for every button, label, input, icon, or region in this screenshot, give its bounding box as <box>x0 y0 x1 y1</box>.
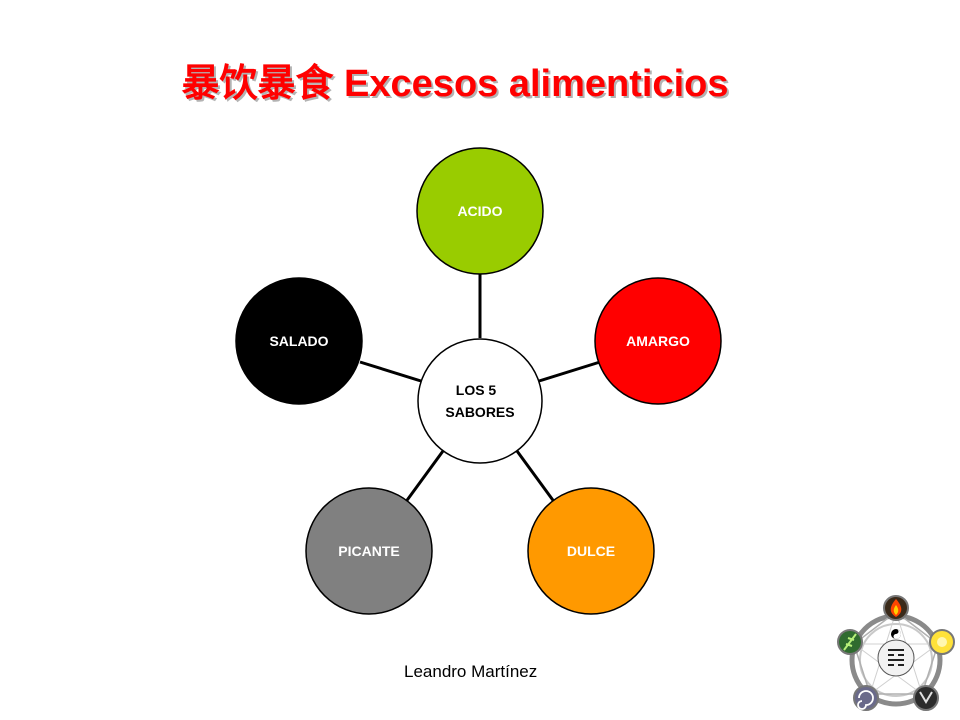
node-amargo: AMARGO <box>594 277 722 405</box>
node-picante-label: PICANTE <box>338 543 399 559</box>
node-picante: PICANTE <box>305 487 433 615</box>
node-salado-label: SALADO <box>269 333 328 349</box>
node-amargo-label: AMARGO <box>626 333 690 349</box>
node-dulce-label: DULCE <box>567 543 615 559</box>
center-node: LOS 5 SABORES <box>417 338 543 464</box>
node-salado: SALADO <box>235 277 363 405</box>
center-node-label-line2: SABORES <box>445 404 514 420</box>
node-dulce-circle <box>527 487 655 615</box>
slide-title: 暴饮暴食 Excesos alimenticios <box>181 63 729 105</box>
node-amargo-circle <box>594 277 722 405</box>
node-salado-circle <box>235 277 363 405</box>
connector-amargo <box>538 360 601 383</box>
author-footer: Leandro Martínez <box>404 662 538 681</box>
center-node-circle <box>417 338 543 464</box>
connector-salado <box>359 360 422 383</box>
node-picante-circle <box>305 487 433 615</box>
node-dulce: DULCE <box>527 487 655 615</box>
node-acido: ACIDO <box>416 147 544 275</box>
node-acido-label: ACIDO <box>457 203 502 219</box>
center-node-label-line1: LOS 5 <box>456 382 497 398</box>
wuxing-five-elements-icon <box>837 595 955 711</box>
node-acido-circle <box>416 147 544 275</box>
connector-picante <box>403 450 445 504</box>
connector-dulce <box>515 450 557 504</box>
